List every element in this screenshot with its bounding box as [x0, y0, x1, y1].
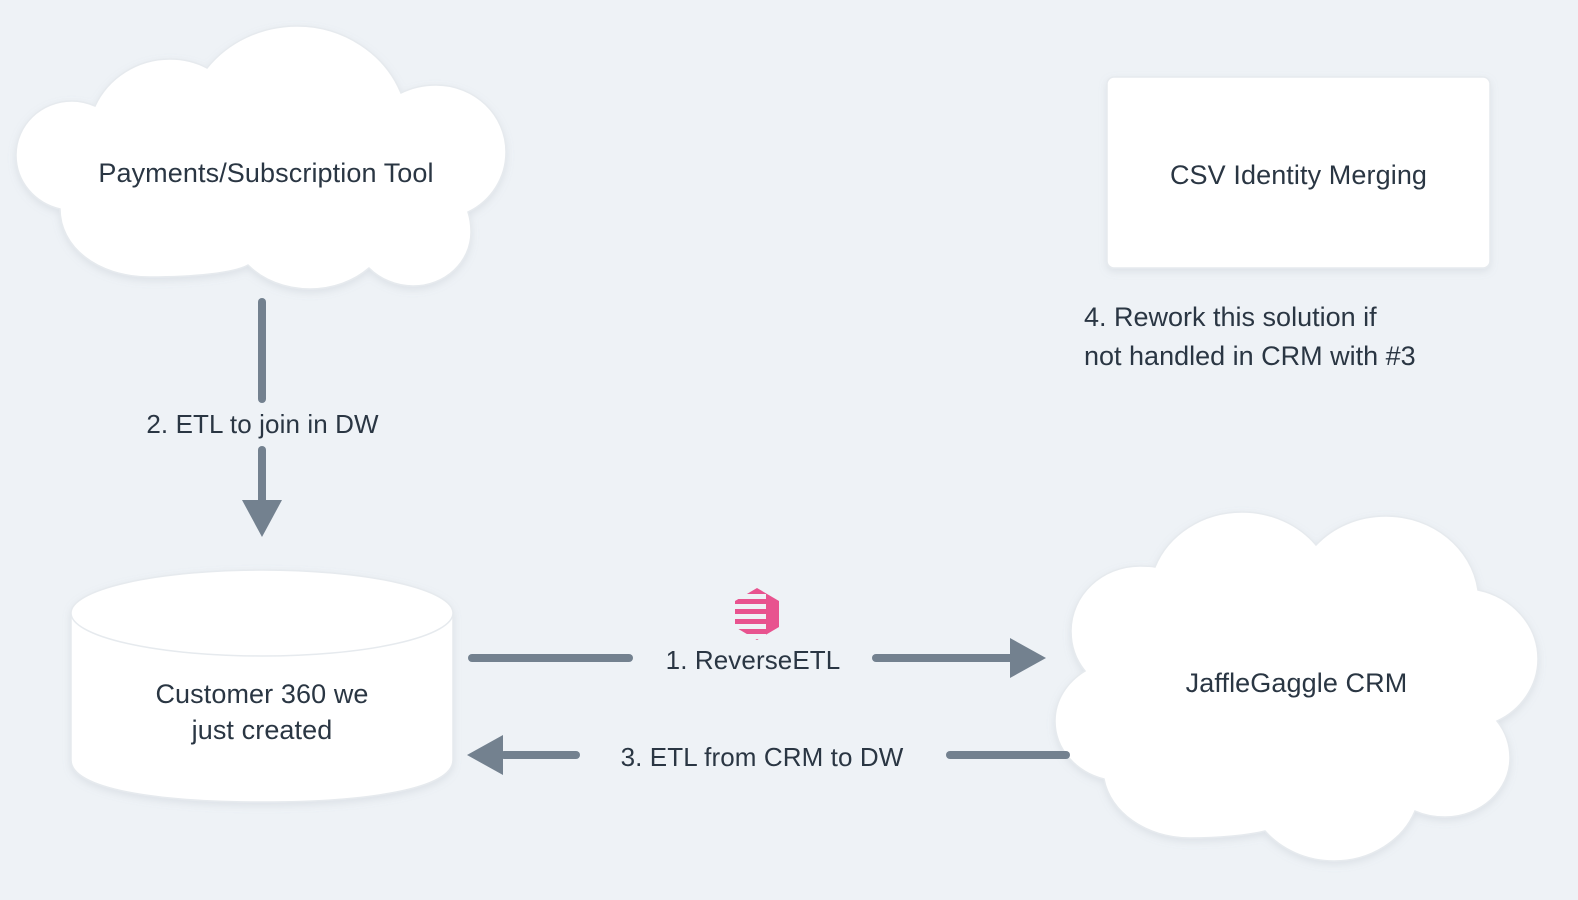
node-crm-cloud[interactable] [1054, 511, 1539, 862]
edge-etl-join-label: 2. ETL to join in DW [110, 405, 415, 445]
hightouch-logo-icon [717, 588, 779, 640]
node-csv-box[interactable] [1106, 76, 1491, 269]
edge-reverse-etl-label: 1. ReverseETL [637, 641, 869, 681]
node-payments-cloud[interactable] [15, 25, 507, 290]
annotation-rework-note: 4. Rework this solution if not handled i… [1084, 302, 1416, 372]
node-warehouse-cylinder[interactable] [70, 569, 454, 803]
edge-etl-from-crm-label: 3. ETL from CRM to DW [580, 738, 944, 778]
edge-etl-join[interactable] [242, 298, 282, 537]
edge-reverse-etl[interactable] [468, 638, 1046, 678]
edge-etl-from-crm[interactable] [467, 735, 1070, 775]
